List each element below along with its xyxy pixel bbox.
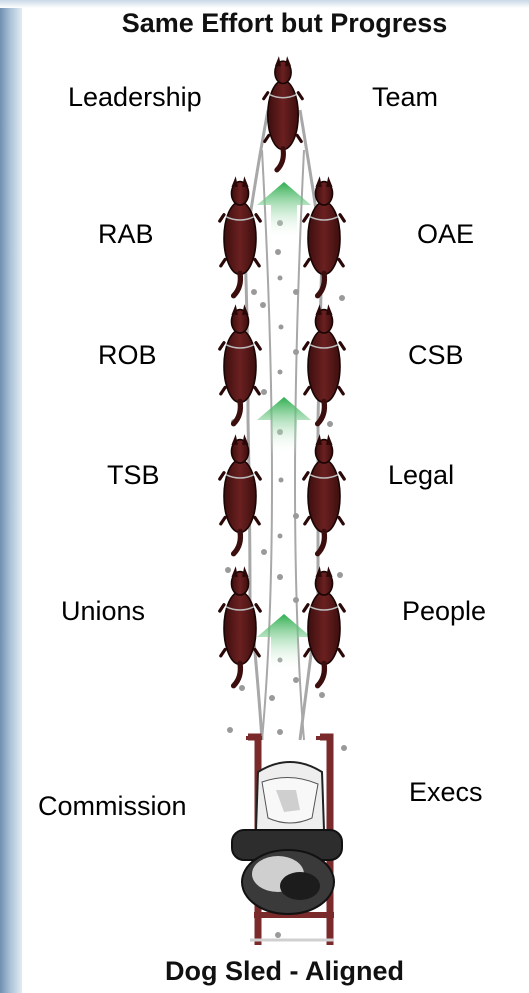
label-team: Team	[372, 82, 438, 113]
arrow-up-icon	[257, 614, 311, 672]
label-commission: Commission	[38, 791, 187, 822]
dog-unions	[220, 566, 261, 685]
label-rob: ROB	[98, 340, 157, 371]
label-execs: Execs	[409, 777, 483, 808]
diagram-caption: Dog Sled - Aligned	[20, 956, 529, 987]
musher	[232, 830, 342, 914]
dog-tsb	[220, 434, 261, 553]
arrow-up-icon	[257, 397, 311, 455]
label-tsb: TSB	[107, 460, 160, 491]
label-oae: OAE	[417, 219, 474, 250]
sled	[232, 737, 342, 945]
label-people: People	[402, 596, 486, 627]
dog-legal	[304, 434, 345, 553]
dog-csb	[304, 304, 345, 423]
label-rab: RAB	[98, 219, 154, 250]
lead-dog	[264, 56, 303, 170]
label-legal: Legal	[388, 460, 454, 491]
dog-rob	[220, 304, 261, 423]
progress-arrows	[257, 182, 311, 672]
label-csb: CSB	[408, 340, 464, 371]
label-unions: Unions	[61, 596, 145, 627]
dog-oae	[304, 176, 345, 295]
label-leadership: Leadership	[68, 82, 202, 113]
